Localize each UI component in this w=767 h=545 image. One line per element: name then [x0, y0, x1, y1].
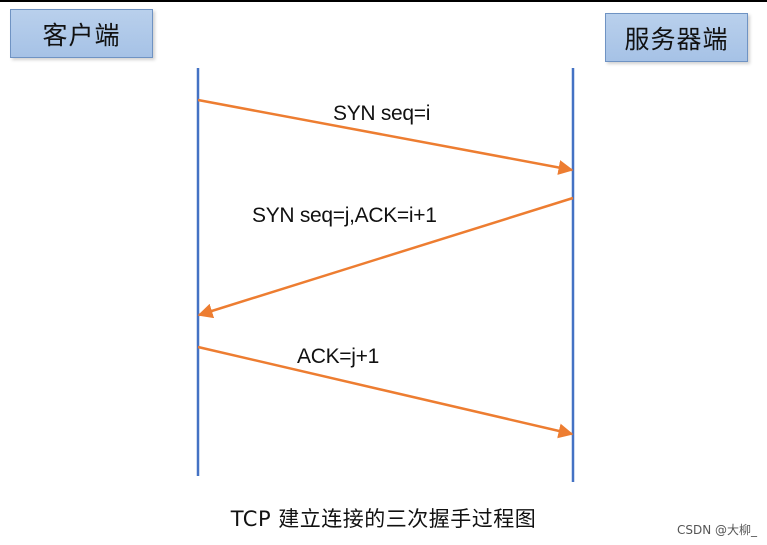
syn-message-label: SYN seq=i — [333, 102, 431, 125]
client-label: 客户端 — [42, 20, 121, 50]
ack-arrow — [197, 345, 574, 439]
server-label: 服务器端 — [624, 24, 729, 54]
ack-message-label: ACK=j+1 — [297, 345, 379, 368]
watermark: CSDN @大柳_ — [676, 523, 757, 537]
syn-arrow — [197, 98, 574, 175]
figure-caption: TCP 建立连接的三次握手过程图 — [230, 507, 537, 531]
syn-ack-message-label: SYN seq=j,ACK=i+1 — [252, 204, 437, 227]
server-endpoint-box: 服务器端 — [605, 13, 748, 62]
syn-ack-arrow — [197, 196, 574, 319]
top-border — [0, 0, 767, 2]
client-endpoint-box: 客户端 — [10, 9, 153, 58]
